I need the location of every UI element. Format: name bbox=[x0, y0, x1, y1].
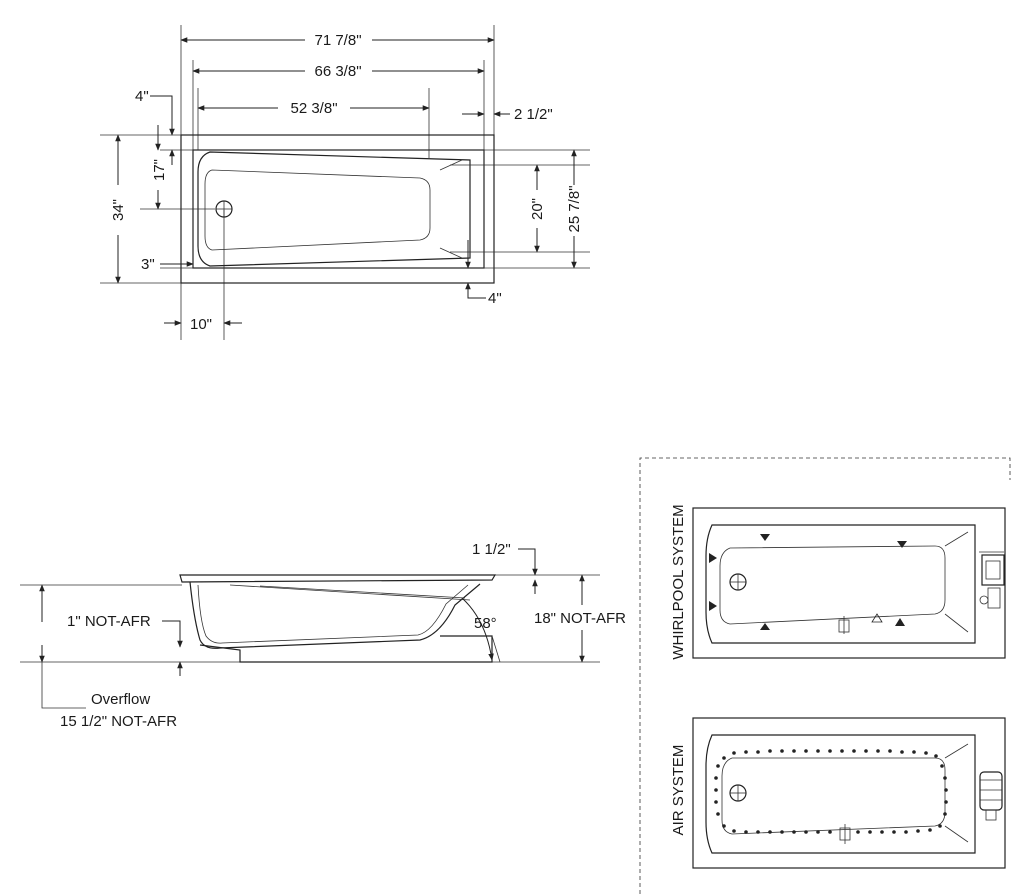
dim-inner-width: 25 7/8" bbox=[566, 185, 583, 232]
dim-overall-width: 34" bbox=[110, 199, 127, 221]
jet-icon bbox=[871, 613, 883, 623]
pump-motor-icon bbox=[979, 551, 1005, 609]
drain-icon bbox=[729, 784, 747, 802]
dim-deck-top: 4" bbox=[135, 88, 149, 105]
control-icon bbox=[838, 616, 850, 634]
drain-icon bbox=[729, 573, 747, 591]
systems-panel: WHIRLPOOL SYSTEM bbox=[639, 457, 1011, 894]
jet-icon bbox=[709, 553, 717, 563]
air-jets bbox=[714, 749, 948, 834]
jet-icon bbox=[760, 623, 770, 630]
air-tub bbox=[692, 717, 1006, 869]
dim-side-deck: 3" bbox=[141, 256, 155, 273]
jet-icon bbox=[895, 618, 905, 626]
dim-rim-thickness: 1 1/2" bbox=[472, 541, 511, 558]
dim-drain-from-end: 10" bbox=[190, 316, 212, 333]
air-system-label: AIR SYSTEM bbox=[670, 745, 687, 836]
plan-view: 71 7/8" 66 3/8" 52 3/8" 2 1/2" 4" 17" 34… bbox=[100, 25, 590, 340]
overflow-title: Overflow bbox=[91, 691, 150, 708]
dim-overall-length: 71 7/8" bbox=[314, 32, 361, 49]
overflow-value: 15 1/2" NOT-AFR bbox=[60, 713, 177, 730]
jet-icon bbox=[709, 601, 717, 611]
blower-icon bbox=[979, 771, 1003, 821]
drain-icon bbox=[215, 200, 233, 218]
dim-inner-length: 66 3/8" bbox=[314, 63, 361, 80]
dim-front-deck: 4" bbox=[488, 290, 502, 307]
whirlpool-system-label: WHIRLPOOL SYSTEM bbox=[670, 504, 687, 659]
dim-drain-offset: 17" bbox=[151, 159, 168, 181]
dim-end-gap: 2 1/2" bbox=[514, 106, 553, 123]
jet-icon bbox=[897, 541, 907, 548]
dim-floor-height: 1" NOT-AFR bbox=[67, 613, 151, 630]
dim-basin-width: 20" bbox=[529, 198, 546, 220]
jet-icon bbox=[760, 534, 770, 541]
dim-angle: 58° bbox=[474, 615, 497, 632]
control-icon bbox=[839, 824, 851, 844]
dim-bath-length: 52 3/8" bbox=[290, 100, 337, 117]
whirlpool-tub bbox=[692, 507, 1006, 659]
dim-height: 18" NOT-AFR bbox=[534, 610, 626, 627]
side-view: 1 1/2" 1" NOT-AFR 18" NOT-AFR Overflow 1… bbox=[20, 541, 626, 730]
